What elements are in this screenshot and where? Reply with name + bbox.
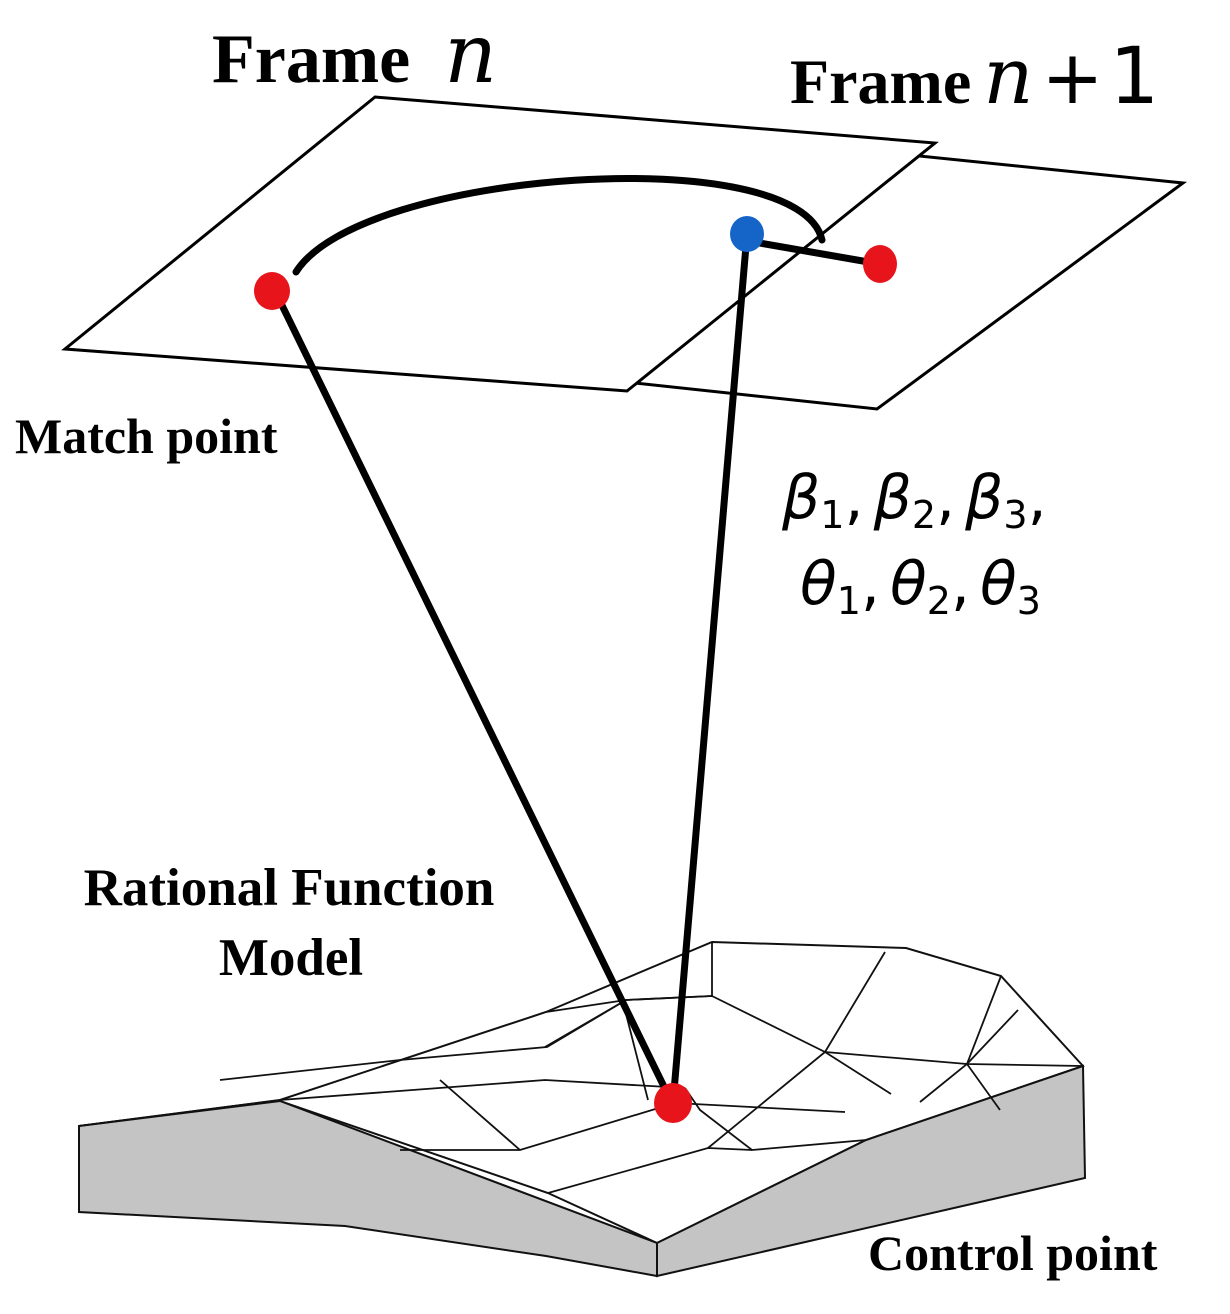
control-point-marker <box>654 1083 692 1123</box>
mesh-line <box>547 1147 753 1194</box>
terrain-top <box>78 940 1085 1245</box>
mesh-line <box>965 1009 1019 1111</box>
mesh-line <box>78 1079 686 1127</box>
projected-point <box>730 216 764 252</box>
match-point-frame-n <box>254 272 290 310</box>
ray-match-to-ground <box>271 287 676 1107</box>
mesh-line <box>545 999 627 1013</box>
match-point-label: Match point <box>15 408 278 464</box>
terrain-surface <box>78 940 1087 1278</box>
ray-displacement <box>744 237 884 268</box>
frame-n1-label: Frame n + 1 <box>790 32 1159 122</box>
rfm-label: Rational Function Model <box>84 859 499 987</box>
frame-n-label: Frame n <box>212 7 497 102</box>
mesh-line <box>439 1079 521 1151</box>
match-point-frame-n1 <box>863 245 897 283</box>
mesh-line <box>400 1102 846 1151</box>
theta-parameters: θ1,θ2,θ3 <box>800 549 1041 623</box>
frame-n-plane <box>61 95 939 393</box>
control-point-label: Control point <box>868 1225 1158 1281</box>
terrain-front-face <box>78 1099 658 1278</box>
mesh-line <box>684 1087 867 1151</box>
mesh-line <box>624 1009 649 1101</box>
mesh-line <box>711 942 892 1095</box>
beta-parameters: β1,β2,β3, <box>781 463 1047 537</box>
match-arc <box>292 174 826 276</box>
ray-projected-to-ground <box>669 230 751 1107</box>
